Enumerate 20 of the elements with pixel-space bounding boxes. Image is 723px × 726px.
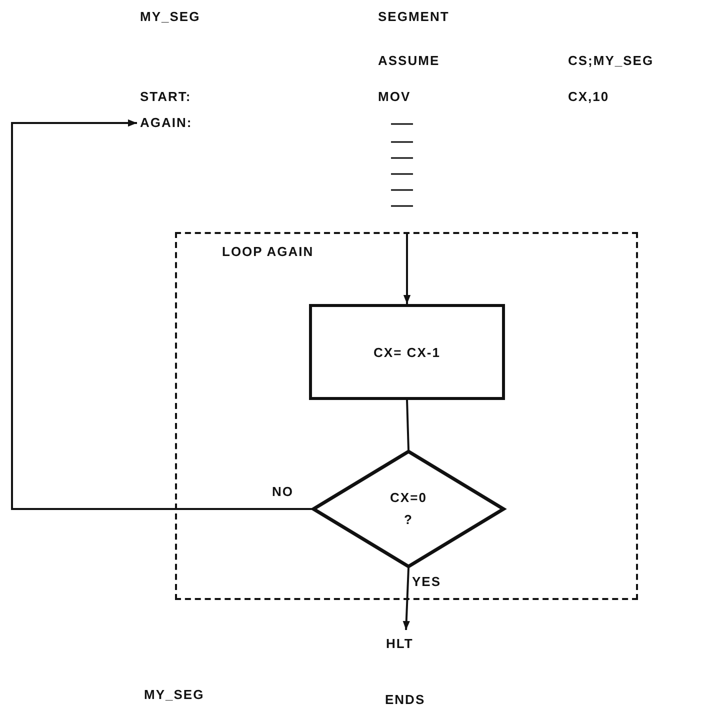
- code-label: CS;MY_SEG: [568, 53, 654, 69]
- arrow: [11, 119, 312, 510]
- code-label: MY_SEG: [140, 9, 200, 25]
- code-label: ENDS: [385, 692, 426, 708]
- arrow: [403, 232, 411, 304]
- loop-group-frame: [175, 232, 638, 600]
- group-title: LOOP AGAIN: [222, 244, 314, 259]
- code-label: HLT: [386, 636, 426, 652]
- code-label: ASSUME: [378, 53, 440, 69]
- decision-text: CX=0 ?: [389, 489, 428, 529]
- code-label: START:: [140, 89, 192, 105]
- connector-line: [406, 400, 410, 450]
- decision-diamond: [312, 450, 505, 568]
- code-label: MOV: [378, 89, 411, 105]
- process-box: CX= CX-1: [309, 304, 505, 400]
- arrow: [402, 568, 410, 630]
- code-label: AGAIN:: [140, 115, 210, 131]
- code-label: CX,10: [568, 89, 610, 105]
- code-label: SEGMENT: [378, 9, 450, 25]
- code-label: MY_SEG: [144, 687, 204, 703]
